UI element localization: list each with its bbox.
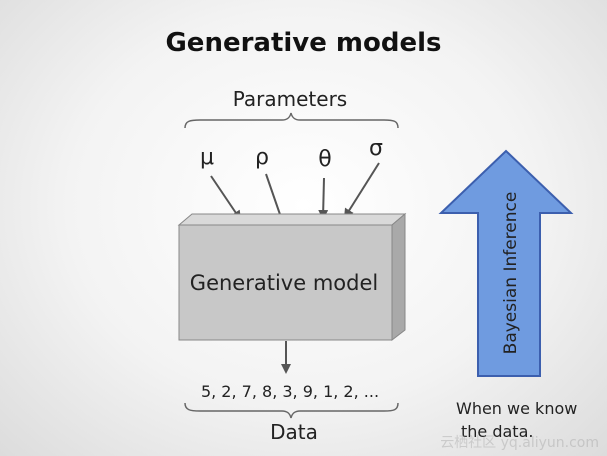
note-line-1: When we know xyxy=(456,399,577,418)
arrow-sigma xyxy=(343,162,380,219)
param-theta: θ xyxy=(318,147,331,172)
diagram-title: Generative models xyxy=(165,28,442,58)
note-line-2: the data. xyxy=(461,422,533,441)
data-label: Data xyxy=(270,420,318,444)
param-rho: ρ xyxy=(255,145,269,170)
parameters-brace xyxy=(184,112,399,129)
generative-model-label: Generative model xyxy=(190,271,378,295)
box-front xyxy=(178,224,393,341)
up-arrow-shape xyxy=(438,149,574,377)
watermark: 云栖社区 yq.aliyun.com xyxy=(440,435,599,451)
param-sigma: σ xyxy=(369,136,383,161)
box-top xyxy=(177,213,407,226)
data-sequence: 5, 2, 7, 8, 3, 9, 1, 2, ... xyxy=(201,382,379,401)
box-side xyxy=(391,212,406,342)
bayesian-inference-arrow: Bayesian Inference xyxy=(438,149,574,377)
bayesian-inference-label: Bayesian Inference xyxy=(501,192,521,355)
param-mu: μ xyxy=(200,145,214,170)
arrow-theta xyxy=(318,177,329,220)
parameters-label: Parameters xyxy=(233,87,347,111)
data-brace xyxy=(184,402,399,419)
arrow-mu xyxy=(210,175,242,221)
generative-model-box: Generative model xyxy=(177,212,407,342)
